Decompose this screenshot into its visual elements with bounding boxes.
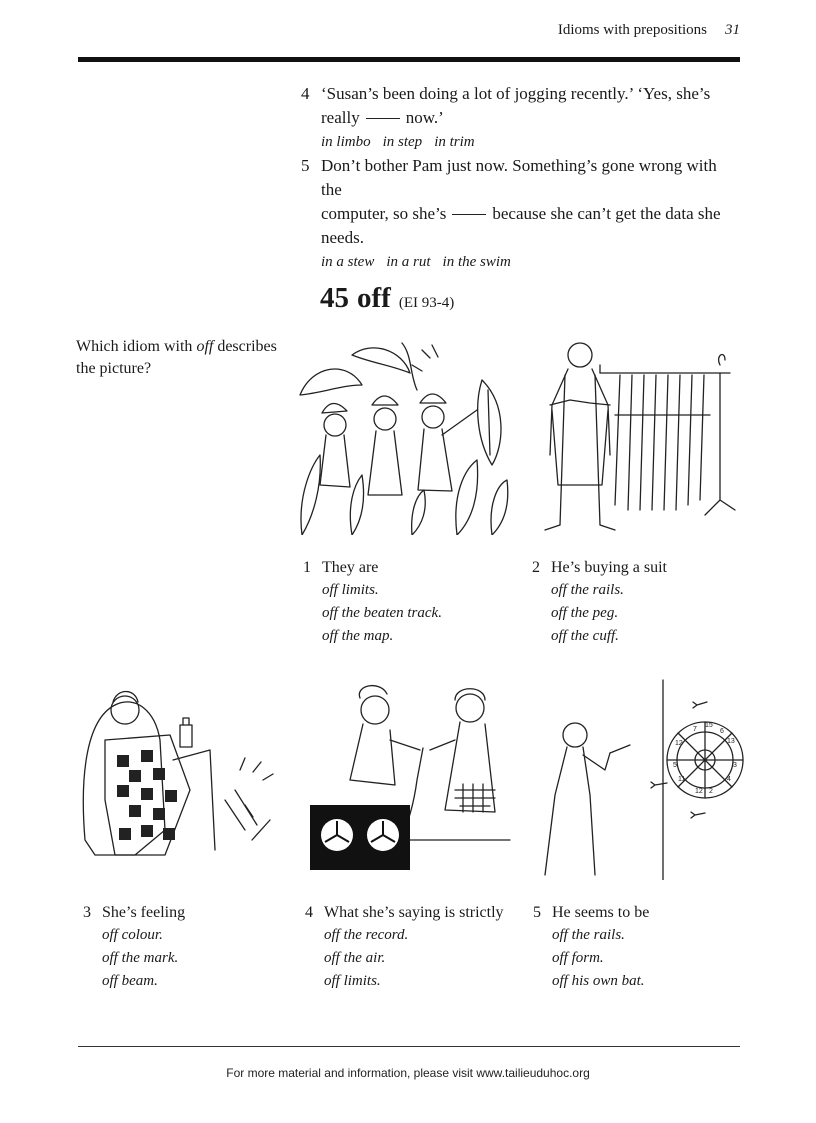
tape-recorder-interview-illustration bbox=[310, 685, 511, 870]
answer-blank bbox=[452, 214, 487, 215]
item-option: off the map. bbox=[322, 628, 394, 644]
item-option: off the cuff. bbox=[551, 628, 619, 644]
item-option: off the peg. bbox=[551, 605, 619, 621]
item-stem: What she’s saying is strictly bbox=[324, 904, 504, 921]
answer-option: in a rut bbox=[386, 254, 431, 270]
prev-question-5: 5 Don’t bother Pam just now. Something’s… bbox=[301, 154, 741, 274]
dartboard-number: 4 bbox=[727, 776, 731, 783]
footer-text: For more material and information, pleas… bbox=[226, 1066, 590, 1080]
item-2: 2 He’s buying a suit off the rails. off … bbox=[532, 557, 751, 648]
clothes-rail-illustration bbox=[544, 342, 736, 531]
dartboard-number: 2 bbox=[709, 788, 713, 795]
item-option: off the air. bbox=[324, 950, 386, 966]
question-number: 5 bbox=[301, 156, 310, 175]
item-number: 3 bbox=[83, 904, 91, 921]
item-stem: He seems to be bbox=[552, 904, 650, 921]
question-line: ‘Susan’s been doing a lot of jogging rec… bbox=[321, 84, 711, 103]
item-number: 1 bbox=[303, 559, 311, 576]
dartboard-number: 12 bbox=[675, 740, 683, 747]
item-4: 4 What she’s saying is strictly off the … bbox=[305, 902, 524, 993]
answer-option: in limbo bbox=[321, 134, 371, 150]
item-option: off the beaten track. bbox=[322, 605, 442, 621]
item-option: off the record. bbox=[324, 927, 409, 943]
section-reference: (EI 93-4) bbox=[398, 295, 455, 311]
item-3: 3 She’s feeling off colour. off the mark… bbox=[83, 902, 282, 993]
instruction: Which idiom with off describes the pictu… bbox=[76, 338, 277, 377]
jungle-explorers-illustration bbox=[299, 342, 509, 535]
item-option: off the rails. bbox=[551, 582, 624, 598]
page-number: 31 bbox=[725, 22, 740, 38]
dartboard-number: 11 bbox=[678, 776, 685, 783]
item-option: off the rails. bbox=[552, 927, 625, 943]
item-1: 1 They are off limits. off the beaten tr… bbox=[303, 557, 522, 648]
item-stem: She’s feeling bbox=[102, 904, 186, 921]
item-option: off limits. bbox=[322, 582, 379, 598]
darts-player-illustration: 7 15 6 13 12 5 3 11 12 2 4 bbox=[544, 679, 744, 880]
item-option: off form. bbox=[552, 950, 604, 966]
running-head: Idioms with prepositions 31 bbox=[558, 22, 740, 39]
item-number: 4 bbox=[305, 904, 313, 921]
item-stem: They are bbox=[322, 559, 379, 576]
dartboard-number: 7 bbox=[693, 726, 697, 733]
item-option: off his own bat. bbox=[552, 973, 645, 989]
top-rule bbox=[78, 57, 740, 62]
answer-option: in the swim bbox=[442, 254, 511, 270]
instruction-emphasis: off bbox=[196, 338, 214, 355]
item-option: off colour. bbox=[102, 927, 163, 943]
dartboard-number: 12 bbox=[695, 788, 703, 795]
answer-options: in a stew in a rut in the swim bbox=[321, 250, 741, 274]
answer-option: in trim bbox=[434, 134, 475, 150]
dartboard-number: 13 bbox=[727, 738, 735, 745]
dartboard-number: 15 bbox=[705, 722, 713, 729]
sick-woman-armchair-illustration bbox=[82, 690, 274, 856]
section-word: off bbox=[357, 282, 391, 314]
item-number: 5 bbox=[533, 904, 541, 921]
item-5: 5 He seems to be off the rails. off form… bbox=[533, 902, 742, 993]
section-number: 45 bbox=[320, 282, 349, 314]
prev-question-4: 4 ‘Susan’s been doing a lot of jogging r… bbox=[301, 82, 741, 154]
dartboard-number: 5 bbox=[673, 762, 677, 769]
item-option: off the mark. bbox=[102, 950, 179, 966]
dartboard-number: 6 bbox=[720, 728, 724, 735]
answer-blank bbox=[365, 118, 400, 119]
dartboard-number: 3 bbox=[733, 762, 737, 769]
bottom-rule bbox=[78, 1046, 740, 1047]
answer-option: in step bbox=[382, 134, 423, 150]
answer-options: in limbo in step in trim bbox=[321, 130, 741, 154]
item-option: off limits. bbox=[324, 973, 381, 989]
question-number: 4 bbox=[301, 84, 310, 103]
question-line: Don’t bother Pam just now. Something’s g… bbox=[321, 156, 717, 199]
item-number: 2 bbox=[532, 559, 540, 576]
question-line: needs. bbox=[321, 228, 364, 247]
item-stem: He’s buying a suit bbox=[551, 559, 667, 576]
running-head-title: Idioms with prepositions bbox=[557, 22, 707, 38]
item-option: off beam. bbox=[102, 973, 158, 989]
answer-option: in a stew bbox=[321, 254, 375, 270]
